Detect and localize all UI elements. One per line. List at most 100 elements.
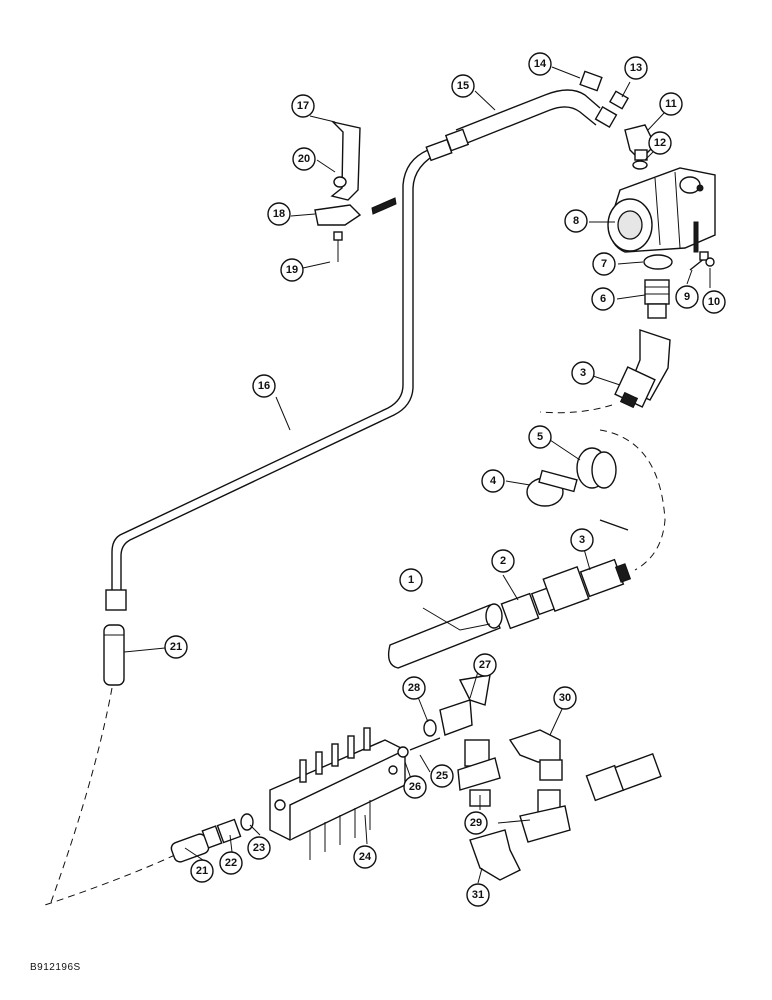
callout-circle: [570, 528, 594, 552]
hose-path-d: [44, 854, 176, 906]
callout-26: 26: [403, 775, 427, 799]
callout-circle: [247, 836, 271, 860]
hose-path-c: [49, 687, 113, 906]
bracket-assembly: [314, 120, 397, 262]
callout-17: 17: [291, 94, 315, 118]
callout-3: 3: [570, 528, 594, 552]
hose-end-3-upper: [614, 329, 671, 409]
pipe-1: [387, 603, 503, 669]
callout-3: 3: [571, 361, 595, 385]
elbow-27: [439, 674, 491, 736]
callout-circle: [291, 94, 315, 118]
oring-28: [423, 719, 437, 737]
callout-23: 23: [247, 836, 271, 860]
callout-circle: [402, 676, 426, 700]
callout-circle: [403, 775, 427, 799]
callout-16: 16: [252, 374, 276, 398]
callout-number: 14: [534, 58, 547, 70]
callout-27: 27: [473, 653, 497, 677]
callout-circle: [564, 209, 588, 233]
fitting-21-upper: [103, 589, 127, 686]
callout-number: 2: [500, 555, 506, 567]
control-valve-24: [269, 727, 406, 860]
callout-11: 11: [659, 92, 683, 116]
callout-number: 27: [479, 659, 491, 671]
callout-number: 20: [298, 153, 310, 165]
callout-28: 28: [402, 676, 426, 700]
callout-circle: [591, 287, 615, 311]
callout-circle: [528, 425, 552, 449]
callout-circle: [553, 686, 577, 710]
callout-circle: [164, 635, 188, 659]
callout-21: 21: [190, 859, 214, 883]
fitting-21-lower: [170, 825, 223, 863]
callout-22: 22: [219, 851, 243, 875]
oring-7: [643, 254, 673, 270]
callout-circle: [702, 290, 726, 314]
callout-2: 2: [491, 549, 515, 573]
oring-12: [632, 160, 648, 170]
callout-number: 17: [297, 100, 309, 112]
callout-circle: [466, 883, 490, 907]
callout-circle: [675, 285, 699, 309]
callout-number: 30: [559, 692, 571, 704]
callout-circle: [430, 764, 454, 788]
callout-number: 25: [436, 770, 448, 782]
oring-23: [240, 813, 254, 831]
callout-number: 31: [472, 889, 484, 901]
callout-circle: [571, 361, 595, 385]
callout-number: 9: [684, 291, 690, 303]
callout-number: 16: [258, 380, 270, 392]
callout-number: 29: [470, 817, 482, 829]
callout-number: 28: [408, 682, 420, 694]
fitting-14: [579, 70, 603, 92]
callout-circle: [528, 52, 552, 76]
hose-15: [425, 89, 618, 162]
callout-number: 21: [196, 865, 208, 877]
callout-9: 9: [675, 285, 699, 309]
callout-4: 4: [481, 469, 505, 493]
hose-end-3-lower: [542, 558, 632, 613]
fitting-22: [216, 818, 242, 844]
callout-circle: [464, 811, 488, 835]
callout-30: 30: [553, 686, 577, 710]
hose-path-b: [599, 429, 666, 571]
callout-12: 12: [648, 131, 672, 155]
callout-number: 3: [580, 367, 586, 379]
callout-21: 21: [164, 635, 188, 659]
callout-circle: [280, 258, 304, 282]
callout-29: 29: [464, 811, 488, 835]
callout-31: 31: [466, 883, 490, 907]
callout-number: 26: [409, 781, 421, 793]
callout-13: 13: [624, 56, 648, 80]
callout-circle: [451, 74, 475, 98]
callout-number: 6: [600, 293, 606, 305]
callout-8: 8: [564, 209, 588, 233]
callout-circle: [219, 851, 243, 875]
washer-26: [397, 746, 409, 758]
callout-circle: [252, 374, 276, 398]
callout-number: 18: [273, 208, 285, 220]
callout-14: 14: [528, 52, 552, 76]
bolt-9: [689, 251, 709, 271]
callout-circle: [592, 252, 616, 276]
callout-circle: [481, 469, 505, 493]
sleeve-5: [576, 447, 617, 489]
callout-circle: [399, 568, 423, 592]
clamp-4: [526, 469, 578, 507]
adapter-6: [644, 279, 670, 319]
callout-number: 15: [457, 80, 469, 92]
callout-number: 22: [225, 857, 237, 869]
callout-number: 8: [573, 215, 579, 227]
washer-10: [705, 257, 715, 267]
callout-number: 10: [708, 296, 720, 308]
callout-24: 24: [353, 845, 377, 869]
callout-18: 18: [267, 202, 291, 226]
reference-code: B912196S: [30, 962, 81, 973]
tube-16: [111, 149, 441, 590]
callout-circle: [267, 202, 291, 226]
elbow-30: [508, 729, 563, 781]
callout-number: 11: [665, 98, 677, 110]
